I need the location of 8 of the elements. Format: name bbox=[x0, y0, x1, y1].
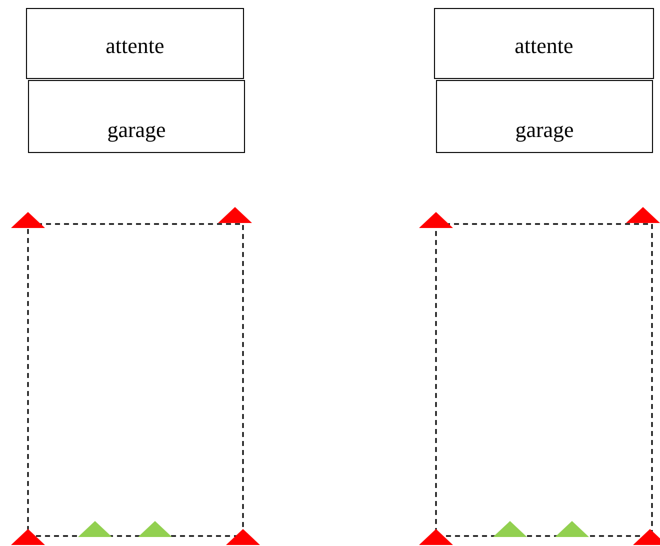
label-box bbox=[434, 8, 654, 79]
label-box bbox=[436, 80, 653, 153]
box-label: attente bbox=[106, 33, 164, 60]
label-box bbox=[28, 80, 245, 153]
box-label: garage bbox=[107, 117, 166, 144]
box-label: attente bbox=[514, 33, 574, 60]
box-label: garage bbox=[515, 117, 574, 144]
label-box bbox=[26, 8, 244, 79]
